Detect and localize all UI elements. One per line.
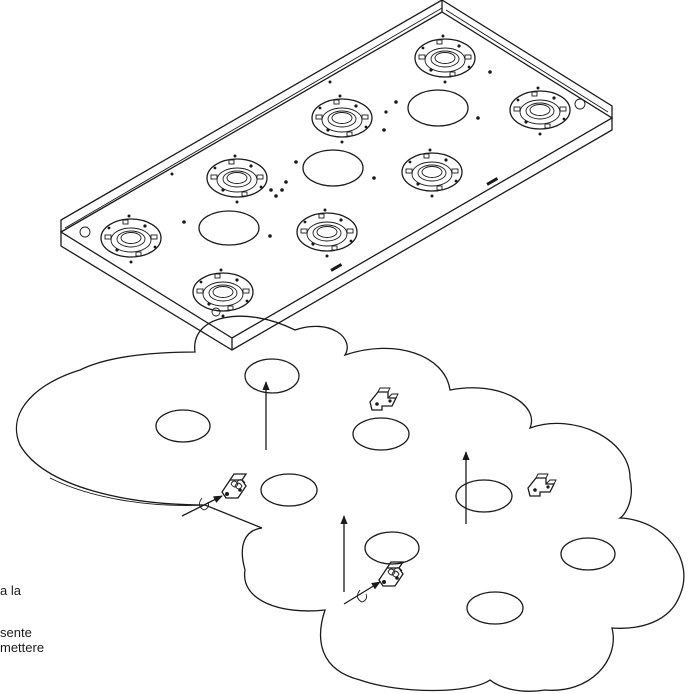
bracket-icon <box>369 387 399 411</box>
cloud-panel <box>15 315 685 692</box>
rotation-arrow-icon <box>343 581 381 605</box>
rotation-arrow-icon <box>181 495 223 517</box>
spring-clip-icon <box>378 561 404 587</box>
caption-line: mettere <box>0 640 45 655</box>
caption-line: sente <box>0 625 32 640</box>
spring-clip-icon <box>221 473 247 499</box>
mounting-plate <box>59 0 614 351</box>
caption-line: a la <box>0 583 21 598</box>
bracket-icon <box>527 473 557 497</box>
